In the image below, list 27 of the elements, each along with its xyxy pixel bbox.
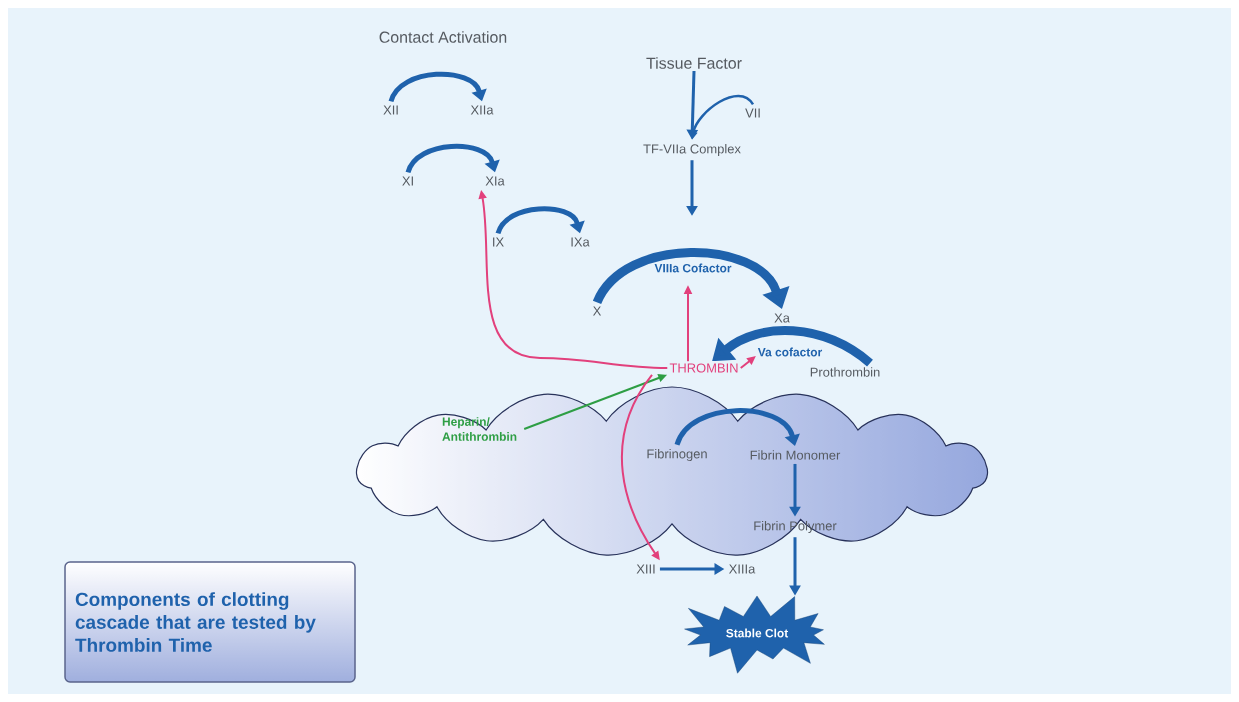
factor-label: Fibrin Monomer — [750, 450, 841, 460]
factor-label: X — [593, 306, 602, 316]
factor-label: XIII — [636, 564, 655, 574]
factor-label: XIa — [485, 176, 505, 186]
arrow — [712, 326, 873, 367]
arrow — [739, 356, 756, 369]
factor-label: VII — [745, 108, 760, 118]
arrow — [388, 71, 487, 103]
arrow — [495, 206, 585, 235]
factor-label: TF-VIIa Complex — [643, 143, 741, 157]
arrow — [674, 408, 800, 446]
arrow — [405, 143, 500, 174]
factor-label: XIIa — [470, 105, 494, 115]
factor-label: Prothrombin — [810, 367, 880, 377]
factor-label: XI — [402, 176, 413, 186]
edge-label: VIIIa Cofactor — [654, 263, 732, 273]
factor-label: THROMBIN — [669, 363, 738, 373]
heading-label: Tissue Factor — [646, 57, 742, 69]
factor-label: Fibrinogen — [647, 448, 707, 462]
edge-label: Va cofactor — [757, 347, 823, 357]
heading-label: Contact Activation — [379, 31, 507, 43]
caption-box: Components of clotting cascade that are tested by Thrombin Time — [64, 561, 356, 683]
factor-label: XIIIa — [729, 564, 756, 574]
factor-label: Xa — [774, 313, 790, 323]
factor-label: IX — [493, 237, 504, 247]
factor-label: XII — [383, 105, 398, 115]
factor-label: IXa — [571, 237, 590, 247]
